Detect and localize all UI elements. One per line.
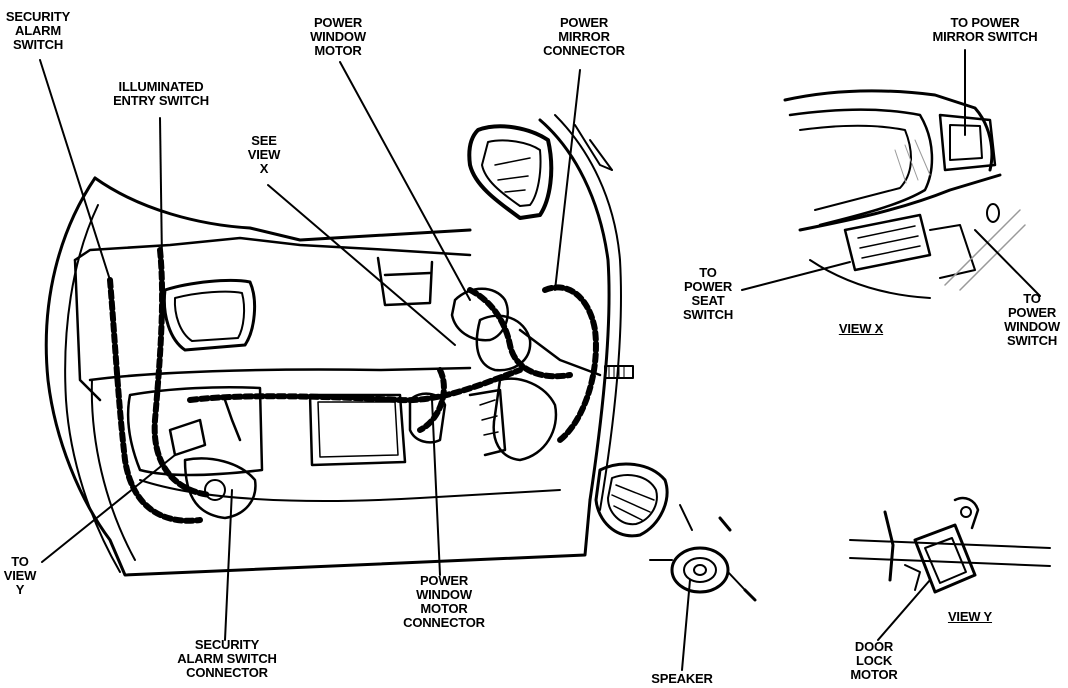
wiring-harness <box>107 247 599 524</box>
label-to-view-y: TO VIEW Y <box>3 554 37 597</box>
alarm-switch-parts <box>168 398 257 520</box>
power-window-motor-assembly <box>450 287 634 462</box>
label-security-alarm-switch: SECURITY ALARM SWITCH <box>5 9 71 52</box>
outside-mirror <box>467 124 554 220</box>
armrest-pull-handle <box>162 278 256 352</box>
label-see-view-x: SEE VIEW X <box>247 133 281 176</box>
label-illuminated-entry-switch: ILLUMINATED ENTRY SWITCH <box>113 79 209 108</box>
label-power-mirror-connector: POWER MIRROR CONNECTOR <box>543 15 625 58</box>
inner-door-panel <box>88 366 561 502</box>
speaker-assembly <box>594 462 757 602</box>
label-door-lock-motor: DOOR LOCK MOTOR <box>850 639 898 682</box>
view-x-detail <box>783 89 1026 299</box>
label-power-window-motor: POWER WINDOW MOTOR <box>310 15 366 58</box>
label-speaker: SPEAKER <box>651 671 713 686</box>
label-to-power-seat-switch: TO POWER SEAT SWITCH <box>682 265 734 322</box>
leader-lines <box>39 49 1041 671</box>
window-frame <box>538 114 622 511</box>
label-power-window-motor-connector: POWER WINDOW MOTOR CONNECTOR <box>403 573 485 630</box>
label-view-y: VIEW Y <box>947 609 993 624</box>
view-y-detail <box>849 496 1051 594</box>
label-security-alarm-switch-connector: SECURITY ALARM SWITCH CONNECTOR <box>177 637 277 680</box>
window-motor-connector-part <box>408 388 507 457</box>
label-to-power-window-switch: TO POWER WINDOW SWITCH <box>1004 291 1060 348</box>
label-to-power-mirror-switch: TO POWER MIRROR SWITCH <box>932 15 1038 44</box>
label-view-x: VIEW X <box>838 321 884 336</box>
